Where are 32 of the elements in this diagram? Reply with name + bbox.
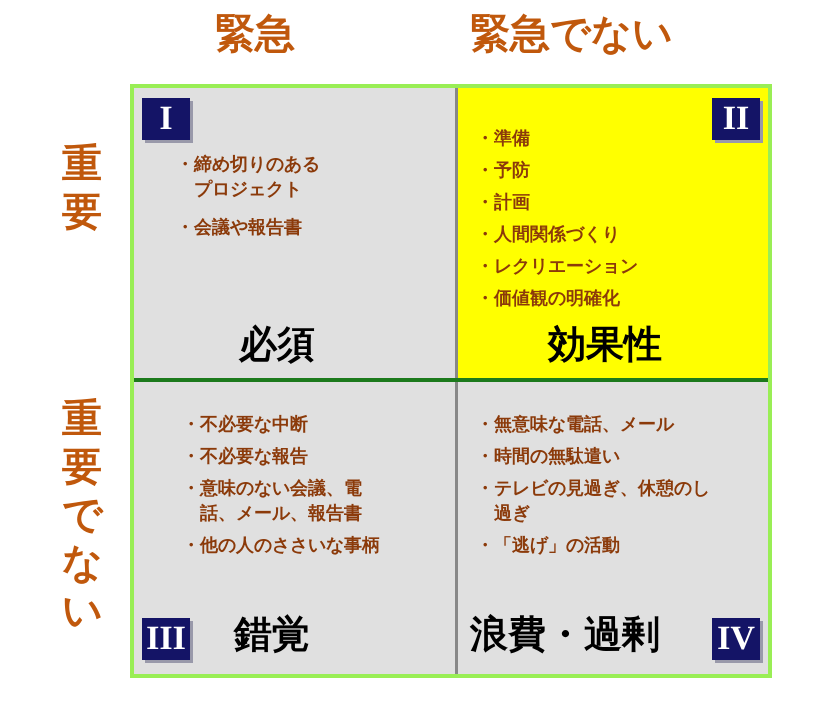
list-item: ・レクリエーション bbox=[476, 255, 639, 279]
list-item: ・予防 bbox=[476, 159, 531, 183]
quadrant-title: 効果性 bbox=[548, 324, 662, 366]
list-item: ・人間関係づくり bbox=[476, 223, 621, 247]
list-item: ・「逃げ」の活動 bbox=[476, 534, 621, 558]
quadrant-panel bbox=[458, 382, 768, 674]
axis-heading: 重要でない bbox=[62, 395, 102, 635]
list-item: ・計画 bbox=[476, 191, 531, 215]
list-item: ・意味のない会議、電話、メール、報告書 bbox=[182, 477, 363, 526]
list-item: ・不必要な報告 bbox=[182, 445, 309, 469]
list-item: ・無意味な電話、メール bbox=[476, 413, 676, 437]
numeral-badge: III bbox=[142, 618, 190, 660]
list-item: ・締め切りのあるプロジェクト bbox=[176, 153, 321, 202]
axis-heading: 重要 bbox=[62, 140, 102, 236]
list-item: ・テレビの見過ぎ、休憩のし過ぎ bbox=[476, 477, 711, 526]
numeral-badge: IV bbox=[712, 618, 760, 660]
quadrant-panel bbox=[458, 88, 768, 378]
quadrant-panel bbox=[134, 88, 455, 378]
numeral-badge: II bbox=[712, 98, 760, 140]
axis-heading: 緊急でない bbox=[470, 12, 673, 56]
axis-heading: 緊急 bbox=[215, 12, 295, 56]
quadrant-panel bbox=[134, 382, 455, 674]
list-item: ・会議や報告書 bbox=[176, 216, 303, 240]
list-item: ・価値観の明確化 bbox=[476, 287, 621, 311]
list-item: ・他の人のささいな事柄 bbox=[182, 534, 381, 558]
quadrant-title: 浪費・過剰 bbox=[470, 614, 660, 656]
list-item: ・不必要な中断 bbox=[182, 413, 309, 437]
list-item: ・準備 bbox=[476, 127, 531, 151]
numeral-badge: I bbox=[142, 98, 190, 140]
quadrant-title: 錯覚 bbox=[234, 614, 310, 656]
quadrant-title: 必須 bbox=[239, 324, 315, 366]
list-item: ・時間の無駄遣い bbox=[476, 445, 621, 469]
